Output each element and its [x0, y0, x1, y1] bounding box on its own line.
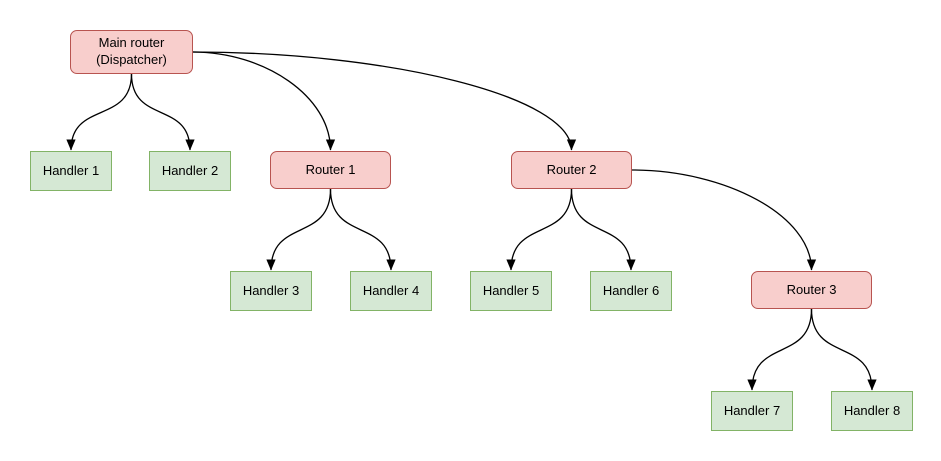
node-handler-8: Handler 8	[831, 391, 913, 431]
node-router-1: Router 1	[270, 151, 391, 189]
handler-7-label: Handler 7	[723, 402, 781, 418]
node-handler-7: Handler 7	[711, 391, 793, 431]
router-1-label: Router 1	[305, 161, 356, 177]
edge-main-router-to-handler-1	[66, 73, 133, 151]
node-router-2: Router 2	[511, 151, 632, 189]
handler-8-label: Handler 8	[843, 402, 901, 418]
router-3-label: Router 3	[786, 281, 837, 297]
edge-router-3-to-handler-8	[810, 308, 877, 391]
edge-router-2-to-router-3	[631, 169, 817, 271]
handler-3-label: Handler 3	[242, 282, 300, 298]
node-handler-4: Handler 4	[350, 271, 432, 311]
edge-router-1-to-handler-4	[329, 188, 396, 271]
edge-router-2-to-handler-5	[506, 188, 573, 271]
edge-main-router-to-router-1	[192, 51, 336, 151]
node-handler-1: Handler 1	[30, 151, 112, 191]
router-2-label: Router 2	[546, 161, 597, 177]
handler-4-label: Handler 4	[362, 282, 420, 298]
edge-main-router-to-router-2	[192, 51, 577, 151]
handler-5-label: Handler 5	[482, 282, 540, 298]
handler-6-label: Handler 6	[602, 282, 660, 298]
node-handler-6: Handler 6	[590, 271, 672, 311]
edge-router-1-to-handler-3	[266, 188, 332, 271]
node-handler-5: Handler 5	[470, 271, 552, 311]
main-router-label: Main router (Dispatcher)	[96, 35, 167, 67]
handler-2-label: Handler 2	[161, 162, 219, 178]
node-handler-3: Handler 3	[230, 271, 312, 311]
handler-1-label: Handler 1	[42, 162, 100, 178]
edge-router-3-to-handler-7	[747, 308, 813, 391]
node-router-3: Router 3	[751, 271, 872, 309]
edge-router-2-to-handler-6	[570, 188, 636, 271]
node-handler-2: Handler 2	[149, 151, 231, 191]
node-main-router: Main router (Dispatcher)	[70, 30, 193, 74]
edge-main-router-to-handler-2	[130, 73, 195, 151]
